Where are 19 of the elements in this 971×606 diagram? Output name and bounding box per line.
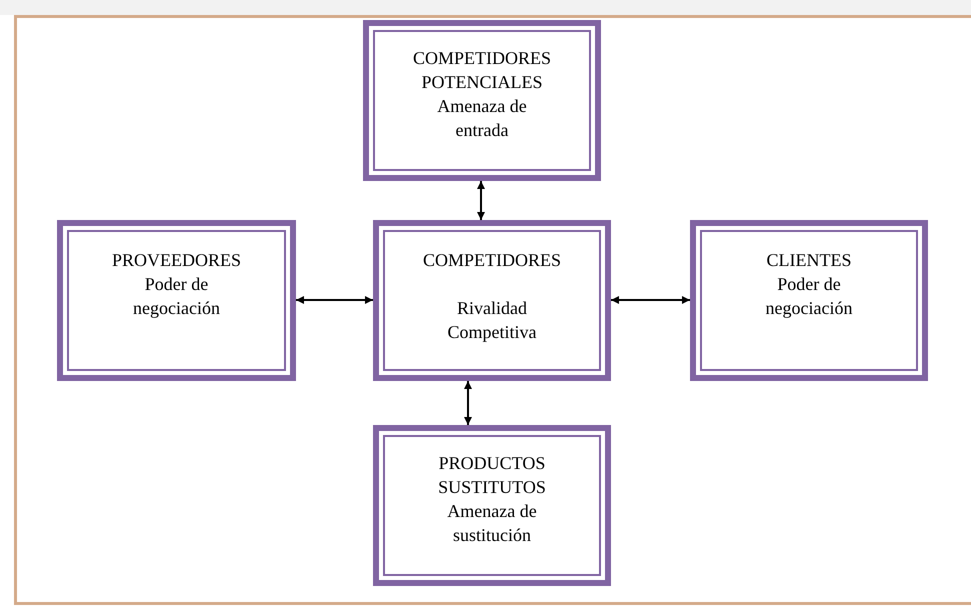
- double-arrow: [611, 296, 690, 304]
- double-arrow: [464, 381, 472, 425]
- box-subtitle: Amenaza de sustitución: [446, 500, 538, 547]
- double-arrow: [296, 296, 373, 304]
- box-subtitle: Rivalidad Competitiva: [446, 297, 538, 344]
- force-box: [363, 20, 601, 181]
- box-subtitle: Poder de negociación: [132, 273, 221, 320]
- box-title: CLIENTES: [766, 249, 852, 272]
- double-arrow: [477, 181, 485, 220]
- box-title: PROVEEDORES: [112, 249, 241, 272]
- force-box: [373, 220, 611, 381]
- force-box: [373, 425, 611, 586]
- force-box: [690, 220, 928, 381]
- box-subtitle: Amenaza de entrada: [436, 95, 528, 142]
- box-subtitle: Poder de negociación: [764, 273, 854, 320]
- box-title: COMPETIDORES POTENCIALES: [412, 47, 552, 94]
- box-title: PRODUCTOS SUSTITUTOS: [437, 452, 547, 499]
- box-title: COMPETIDORES: [422, 249, 561, 272]
- force-box: [57, 220, 296, 381]
